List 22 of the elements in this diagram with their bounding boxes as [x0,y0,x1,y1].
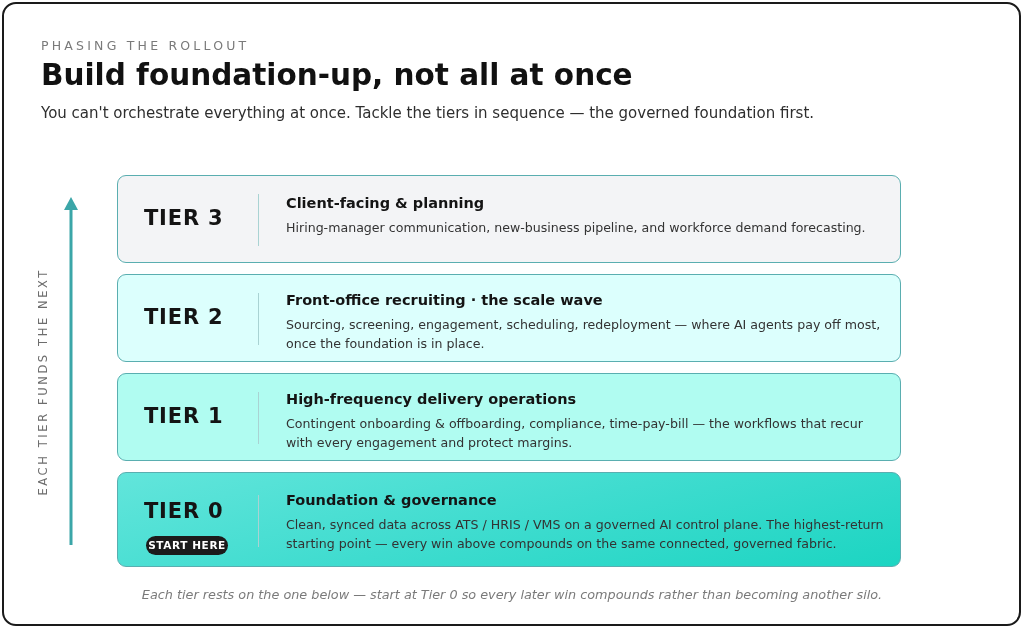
tier-band [117,373,901,461]
tier-heading: Client-facing & planning [286,195,485,211]
tier-description: Clean, synced data across ATS / HRIS / VMS on a governed AI control plane. The highest-return starting point — every win above compounds on the same connected, governed fabric. [286,516,885,553]
start-here-tag: START HERE [146,536,228,555]
tier-description: Sourcing, screening, engagement, scheduling, redeployment — where AI agents pay off most, once the foundation is in place. [286,316,882,353]
tier-label: TIER 0 [144,498,224,523]
axis-label: EACH TIER FUNDS THE NEXT [36,268,50,496]
tier-heading: High-frequency delivery operations [286,391,577,407]
tier-description: Hiring-manager communication, new-business pipeline, and workforce demand forecasting. [286,219,867,237]
subtitle-text: You can't orchestrate everything at once. Tackle the tiers in sequence — the governed foundation first. [41,104,815,122]
tier-label: TIER 1 [144,404,224,428]
tier-description: Contingent onboarding & offboarding, compliance, time-pay-bill — the workflows that recur with every engagement and protect margins. [286,415,864,452]
tier-heading: Foundation & governance [286,492,497,508]
caption-text: Each tier rests on the one below — start at Tier 0 so every later win compounds rather than becoming another silo. [141,587,883,602]
tier-label: TIER 2 [144,305,224,329]
tier-band [117,472,901,567]
tier-heading: Front-office recruiting · the scale wave [286,292,603,308]
tier-label: TIER 3 [144,206,224,230]
tier-band [117,175,901,263]
tier-band [117,274,901,362]
title-text: Build foundation-up, not all at once [41,58,633,92]
eyebrow-text: PHASING THE ROLLOUT [41,38,250,53]
